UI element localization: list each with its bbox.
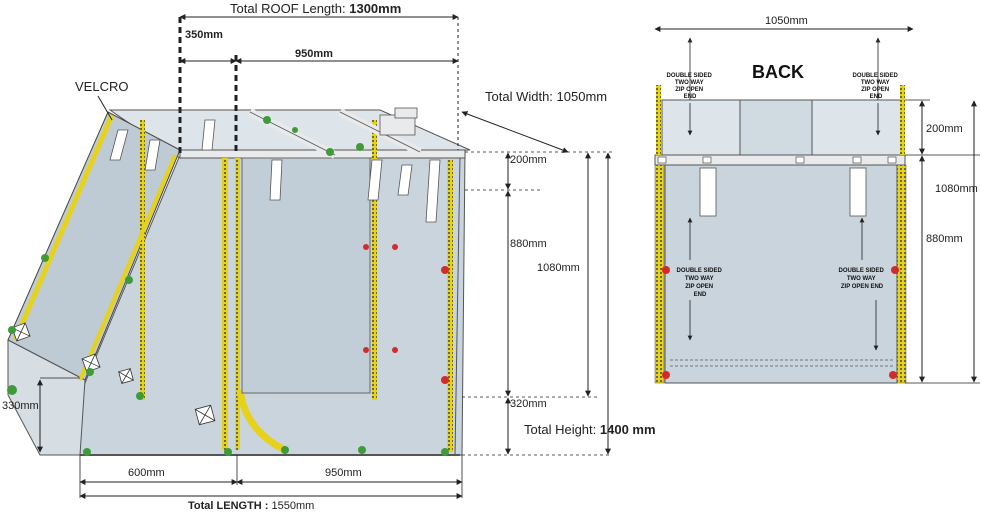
back-frame-bar — [654, 154, 906, 166]
back-roof-center — [739, 99, 813, 156]
zip-strip — [447, 160, 453, 452]
zip-note-top-left: DOUBLE SIDED TWO WAY ZIP OPEN END — [666, 73, 713, 100]
side-total-label: 1080mm — [537, 262, 580, 274]
base-b-label: 950mm — [325, 467, 362, 479]
strap — [397, 164, 413, 196]
red-markers — [363, 244, 449, 384]
zip-strip — [222, 158, 228, 450]
vent-box — [394, 107, 418, 119]
cross-markers — [11, 322, 216, 426]
back-zip-top-right — [900, 85, 905, 155]
back-red-markers — [662, 266, 899, 379]
back-top-label: 200mm — [926, 123, 963, 135]
strap — [144, 139, 161, 171]
total-width-label: Total Width: 1050mm — [485, 89, 607, 104]
zip-strip — [372, 120, 377, 400]
total-width-dim — [461, 111, 569, 153]
zip-note-top-right: DOUBLE SIDED TWO WAY ZIP OPEN END — [852, 73, 899, 100]
back-width-label: 1050mm — [765, 15, 808, 27]
side-top-label: 200mm — [510, 154, 547, 166]
strap — [367, 159, 383, 201]
back-strap — [849, 167, 867, 217]
zip-strip-slope — [78, 154, 177, 381]
back-total-label: 1080mm — [935, 183, 978, 195]
door-zip-curve — [236, 389, 287, 454]
zip-strip-slope — [12, 114, 115, 341]
green-markers — [7, 116, 449, 456]
back-zip-top-left — [656, 85, 661, 155]
front-lower-panel — [7, 339, 86, 456]
roof-part-a-label: 350mm — [185, 29, 223, 41]
total-height-label: Total Height: 1400 mm — [524, 422, 656, 437]
zip-strip — [235, 158, 240, 450]
zip-note-mid-right: DOUBLE SIDED TWO WAY ZIP OPEN END — [838, 268, 885, 290]
back-view: BACK 1050mm — [654, 15, 980, 384]
back-frame-cross-markers — [657, 156, 897, 164]
back-mid-label: 880mm — [926, 233, 963, 245]
roof-length-label: Total ROOF Length: 1300mm — [230, 1, 401, 16]
zip-note-mid-left: DOUBLE SIDED TWO WAY ZIP OPEN END — [676, 268, 723, 298]
total-length-label: Total LENGTH : 1550mm — [188, 500, 314, 512]
front-height-label: 330mm — [2, 400, 39, 412]
back-title: BACK — [752, 62, 804, 82]
strap — [201, 119, 216, 151]
strap — [425, 159, 441, 223]
zip-strip — [140, 120, 145, 400]
side-view: Total ROOF Length: 1300mm 350mm 950mm VE… — [2, 1, 656, 512]
roof-part-b-label: 950mm — [295, 48, 333, 60]
back-zip-left — [654, 164, 665, 384]
strap — [269, 159, 283, 201]
velcro-leader — [97, 95, 113, 121]
velcro-label: VELCRO — [75, 79, 128, 94]
door-panel — [241, 157, 371, 394]
side-bottom-label: 320mm — [510, 398, 547, 410]
side-mid-label: 880mm — [510, 238, 547, 250]
base-a-label: 600mm — [128, 467, 165, 479]
back-zip-right — [896, 164, 907, 384]
back-strap — [699, 167, 717, 217]
strap — [109, 129, 129, 161]
